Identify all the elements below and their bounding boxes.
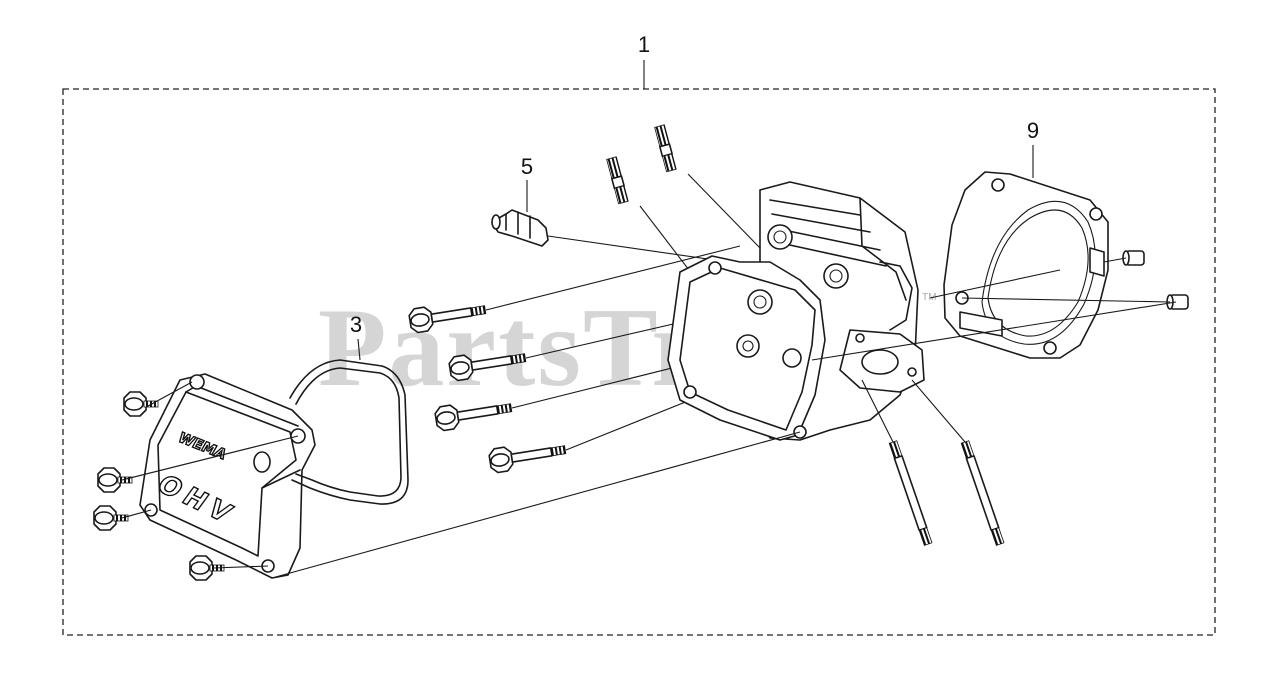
callout-1-label: 1 xyxy=(638,32,650,57)
breather-valve: 5 xyxy=(491,154,771,269)
valve-cover: WEMA OHV xyxy=(139,373,316,579)
cover-screws xyxy=(93,381,299,581)
callout-5-label: 5 xyxy=(521,154,533,179)
head-gasket: 9 xyxy=(943,118,1109,359)
exhaust-studs xyxy=(861,379,1005,546)
callout-1: 1 xyxy=(638,32,650,89)
watermark-trademark: TM xyxy=(922,292,936,303)
head-alignment-leader xyxy=(811,301,1177,361)
assembly-frame xyxy=(62,88,1216,636)
cover-gasket: 3 xyxy=(289,312,409,505)
callout-3-label: 3 xyxy=(350,312,362,337)
cylinder-head xyxy=(667,181,925,441)
dowel-pins xyxy=(929,250,1189,310)
cover-alignment-leader xyxy=(271,431,801,579)
callout-9-label: 9 xyxy=(1027,118,1039,143)
